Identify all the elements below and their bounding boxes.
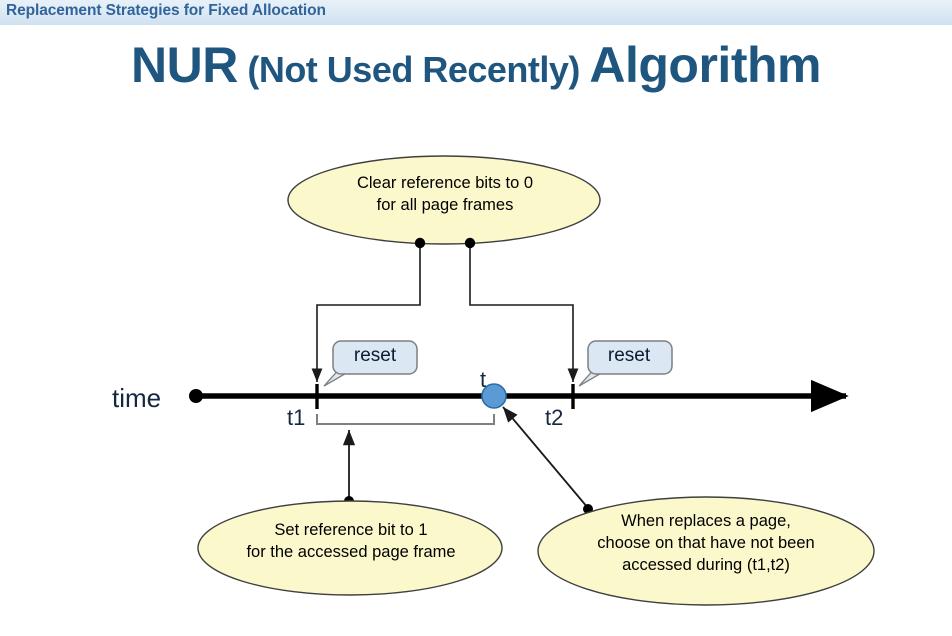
callout-reset-right bbox=[578, 340, 673, 387]
callout-reset-left bbox=[323, 340, 418, 387]
page-title-part1: NUR bbox=[131, 37, 238, 93]
timeline-start-dot bbox=[189, 389, 203, 403]
ellipse-replacement-rule bbox=[537, 496, 875, 606]
ellipse-set-reference-bit bbox=[197, 500, 503, 596]
interval-bracket bbox=[316, 414, 495, 425]
page-title-part2: (Not Used Recently) bbox=[237, 49, 590, 90]
connector-dot-left bbox=[414, 237, 426, 249]
connector-right-reset bbox=[469, 245, 579, 383]
page-title-part3: Algorithm bbox=[589, 37, 821, 93]
marker-t-dot bbox=[481, 383, 507, 409]
connector-dot-right bbox=[464, 237, 476, 249]
breadcrumb: Replacement Strategies for Fixed Allocat… bbox=[6, 2, 326, 19]
page-title: NUR (Not Used Recently) Algorithm bbox=[0, 36, 952, 94]
ellipse-clear-reference-bits bbox=[287, 155, 601, 245]
arrow-replacement-rule bbox=[502, 406, 589, 509]
header-band bbox=[0, 0, 952, 25]
connector-left-reset bbox=[311, 245, 421, 383]
